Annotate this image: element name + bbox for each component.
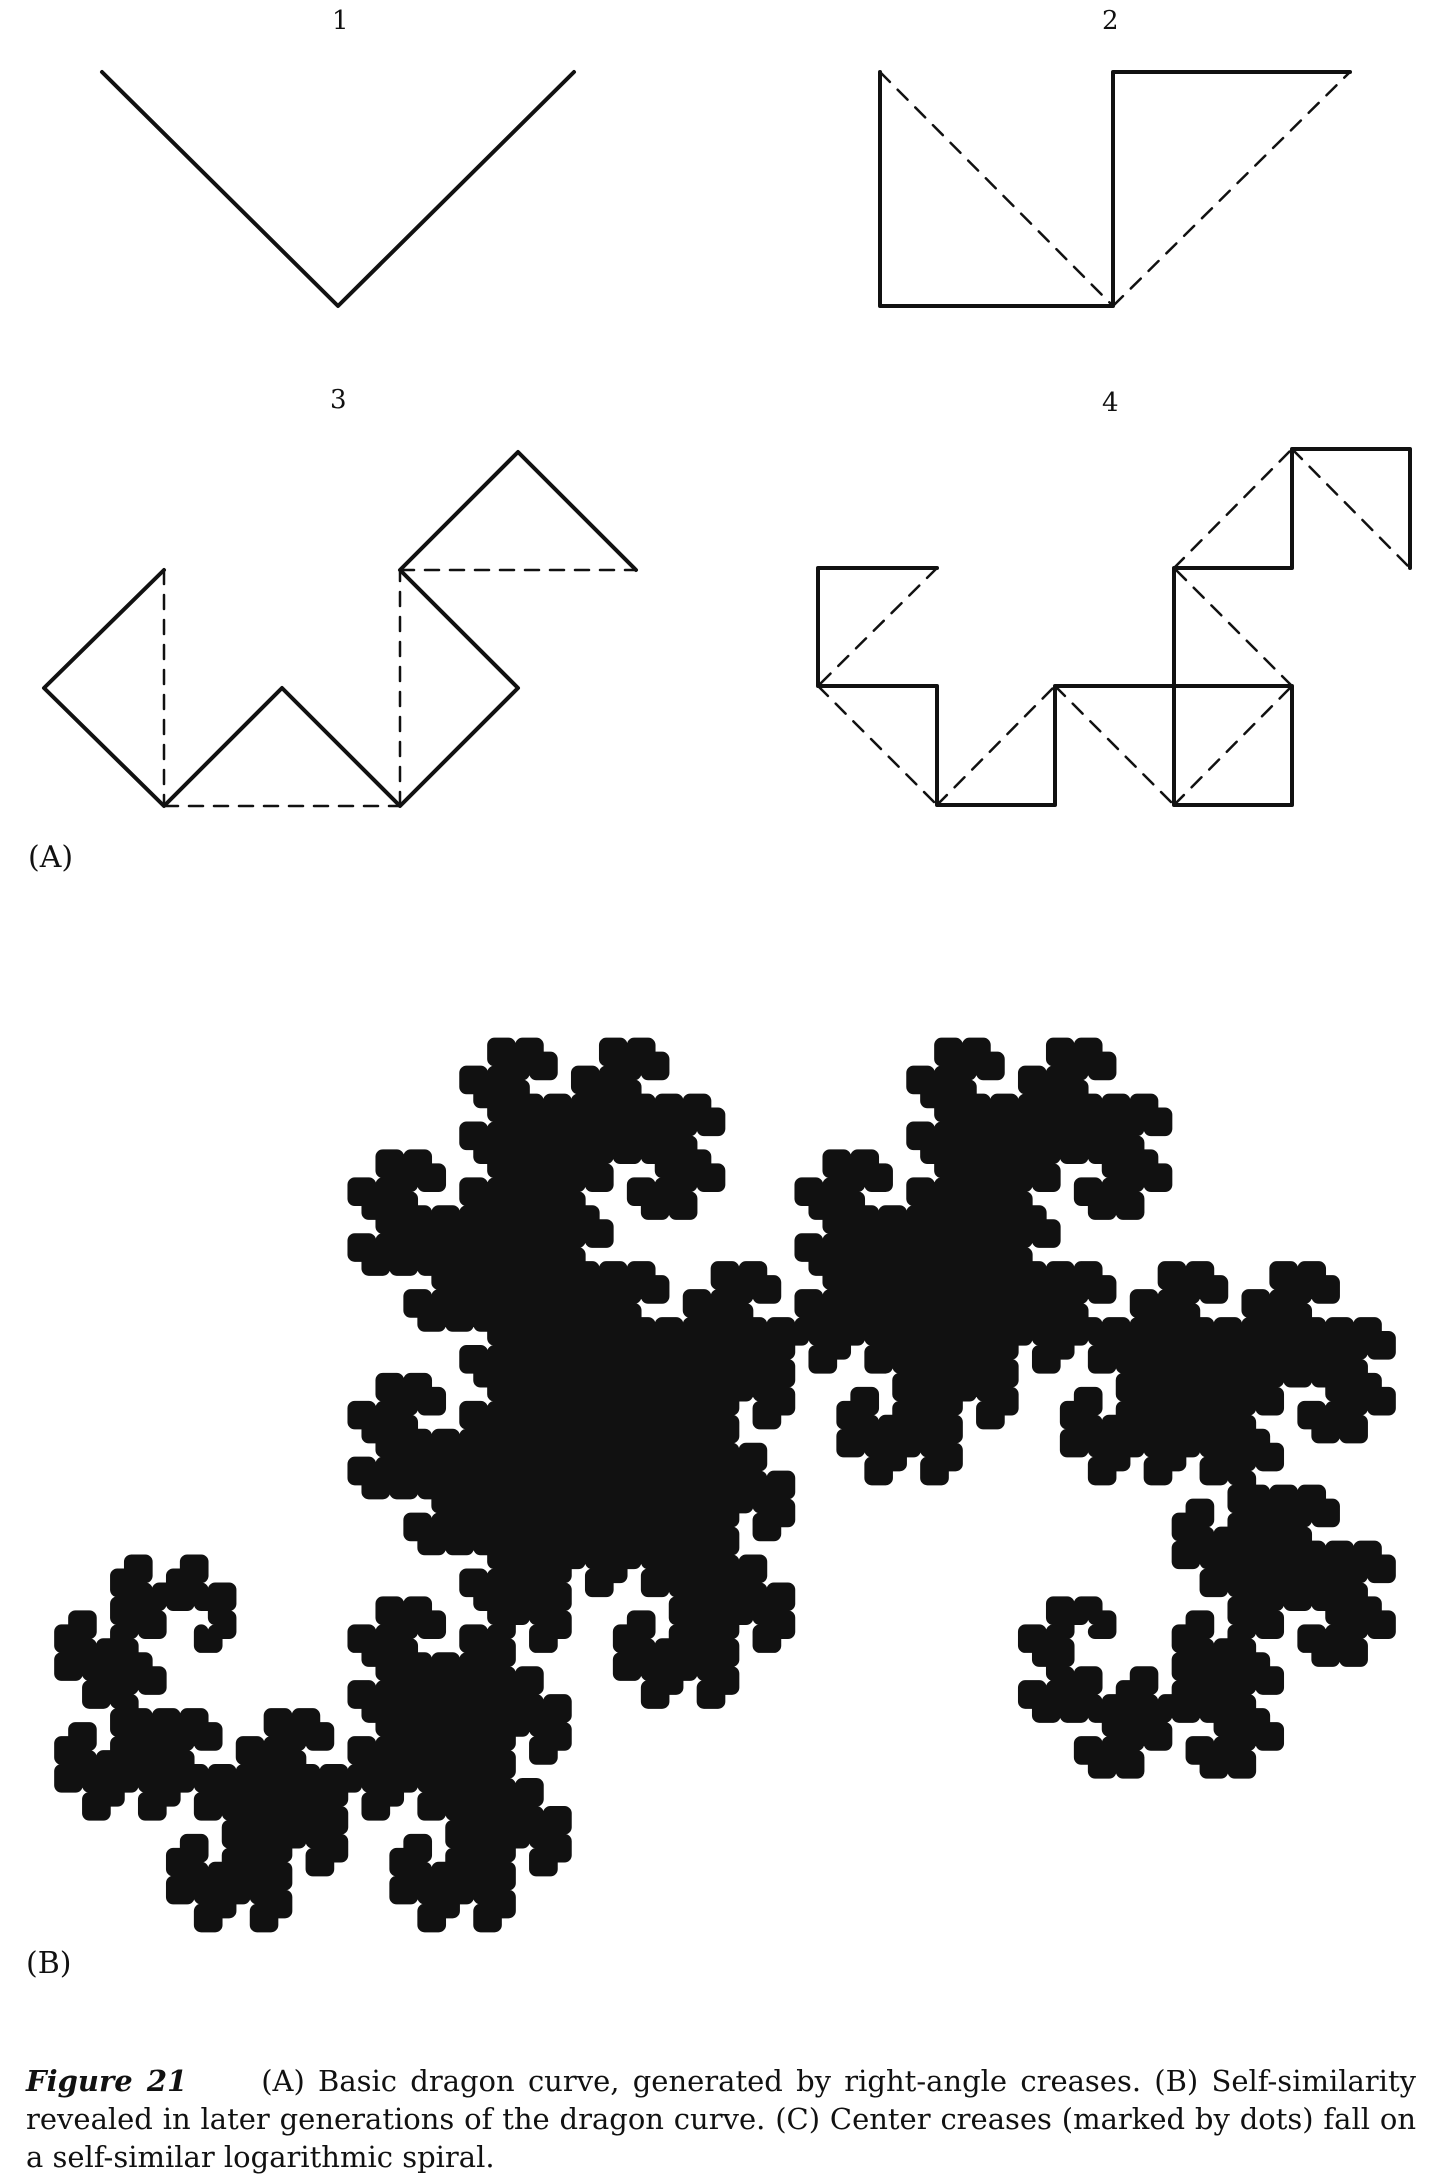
dragon-step-1-curve [100,70,576,308]
step-label-1: 1 [332,6,349,36]
dragon-curve-path [54,1037,1396,1933]
step-label-3: 3 [330,385,347,415]
figure-caption-text: (A) Basic dragon curve, generated by rig… [26,2064,1416,2174]
panel-a-label: (A) [28,840,74,875]
figure-caption: Figure 21(A) Basic dragon curve, generat… [26,2062,1416,2176]
dragon-step-2-curve [878,70,1352,308]
dragon-step-3-curve [42,450,638,808]
figure-title: Figure 21 [26,2064,188,2098]
dragon-step-4-curve [816,447,1412,807]
panel-b-label: (B) [26,1946,72,1981]
step-label-4: 4 [1102,388,1119,418]
step-label-2: 2 [1102,6,1119,36]
dragon-curve-generation-silhouette [54,1037,1396,1933]
